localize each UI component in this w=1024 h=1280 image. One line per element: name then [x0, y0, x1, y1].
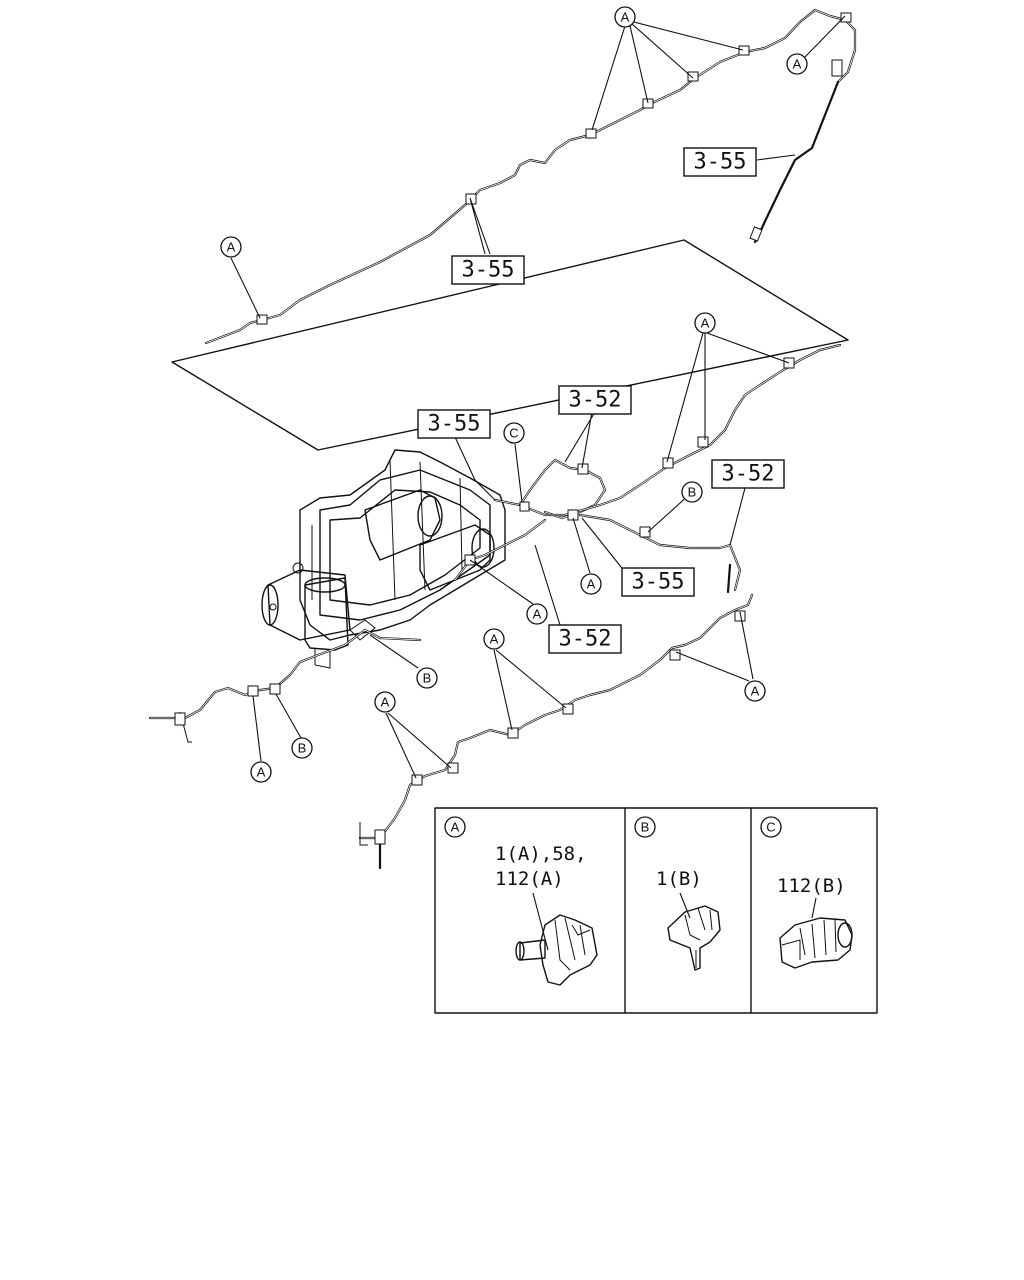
- callout-b-mid: B: [681, 481, 703, 503]
- svg-text:112(B): 112(B): [777, 875, 846, 897]
- leader-lines: [230, 15, 846, 779]
- upper-clips: [256, 12, 852, 325]
- svg-text:A: A: [227, 240, 236, 255]
- clip-b-illustration: [667, 905, 721, 971]
- legend-cell-a: A 1(A),58, 112(A): [444, 816, 598, 986]
- clip-legend-table: A 1(A),58, 112(A) B 1(B): [434, 807, 878, 1014]
- callout-a-mid-1: A: [580, 573, 602, 595]
- ref-box-3-55-mid-left: 3-55: [417, 409, 491, 439]
- svg-text:B: B: [641, 820, 650, 835]
- legend-cell-c: C 112(B): [760, 816, 853, 969]
- svg-text:1(A),58,: 1(A),58,: [495, 843, 587, 865]
- svg-text:3-55: 3-55: [694, 150, 747, 175]
- svg-text:A: A: [257, 765, 266, 780]
- svg-text:A: A: [451, 820, 460, 835]
- ref-box-3-52-lower: 3-52: [548, 624, 622, 654]
- callout-a-mid-right: A: [694, 312, 716, 334]
- clip-c-illustration: [779, 917, 853, 969]
- svg-text:1(B): 1(B): [656, 868, 702, 890]
- callout-a-top-right: A: [786, 53, 808, 75]
- svg-text:A: A: [490, 632, 499, 647]
- svg-text:3-55: 3-55: [428, 412, 481, 437]
- svg-text:A: A: [793, 57, 802, 72]
- svg-text:3-52: 3-52: [569, 388, 622, 413]
- callout-a-lower-left: A: [250, 761, 272, 783]
- upper-brake-pipe: [204, 8, 857, 345]
- svg-text:112(A): 112(A): [495, 868, 564, 890]
- svg-text:A: A: [587, 577, 596, 592]
- callout-a-lower-right: A: [744, 680, 766, 702]
- callout-b-mid-2: B: [416, 667, 438, 689]
- callout-a-lower-2: A: [374, 691, 396, 713]
- svg-text:B: B: [298, 741, 307, 756]
- svg-text:A: A: [533, 607, 542, 622]
- callout-a-top-left: A: [220, 236, 242, 258]
- svg-text:3-52: 3-52: [559, 627, 612, 652]
- svg-text:3-52: 3-52: [722, 462, 775, 487]
- ref-box-3-52-right: 3-52: [711, 459, 785, 489]
- svg-text:B: B: [423, 671, 432, 686]
- ref-box-3-55-upper: 3-55: [451, 255, 525, 285]
- svg-text:B: B: [688, 485, 697, 500]
- callout-a-mid-2: A: [526, 603, 548, 625]
- svg-text:A: A: [621, 10, 630, 25]
- svg-text:A: A: [381, 695, 390, 710]
- ref-box-3-55-mid-right: 3-55: [621, 567, 695, 597]
- callout-a-lower-1: A: [483, 628, 505, 650]
- svg-text:C: C: [766, 820, 775, 835]
- svg-text:A: A: [701, 316, 710, 331]
- brake-module-assembly: [261, 449, 506, 669]
- ref-box-3-55-top-right: 3-55: [683, 147, 757, 177]
- svg-text:3-55: 3-55: [632, 570, 685, 595]
- callout-b-lower: B: [291, 737, 313, 759]
- svg-text:C: C: [509, 426, 518, 441]
- svg-text:A: A: [751, 684, 760, 699]
- svg-text:3-55: 3-55: [462, 258, 515, 283]
- callout-a-top: A: [614, 6, 636, 28]
- callout-c-mid: C: [503, 422, 525, 444]
- clip-a-illustration: [515, 914, 598, 986]
- legend-cell-b: B 1(B): [634, 816, 721, 971]
- ref-box-3-52-mid: 3-52: [558, 385, 632, 415]
- lower-clips: [174, 610, 746, 845]
